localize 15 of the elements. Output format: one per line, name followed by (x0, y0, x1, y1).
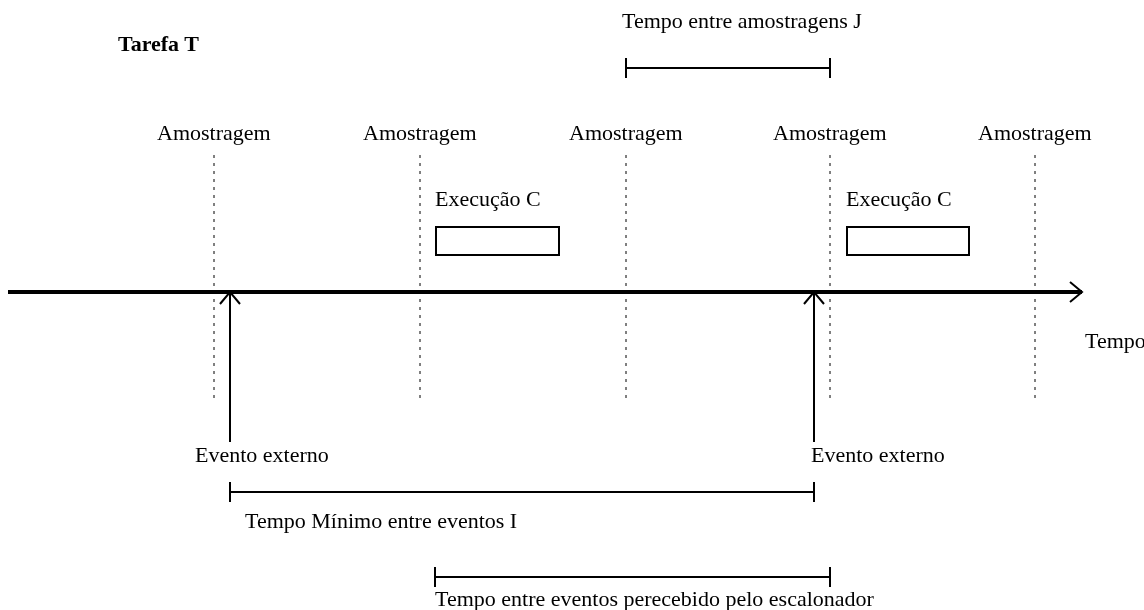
sample-label: Amostragem (363, 122, 477, 144)
dimension-label: Tempo Mínimo entre eventos I (245, 510, 518, 532)
title: Tarefa T (118, 33, 199, 55)
sample-label: Amostragem (569, 122, 683, 144)
sample-label: Amostragem (978, 122, 1092, 144)
execution-label: Execução C (435, 188, 541, 210)
event-arrow (219, 291, 241, 443)
event-label: Evento externo (811, 444, 945, 466)
execution-label: Execução C (846, 188, 952, 210)
dimension-label: Tempo entre eventos perecebido pelo escalonador (435, 588, 874, 610)
dimension-label: Tempo entre amostragens J (622, 10, 862, 32)
sample-label: Amostragem (157, 122, 271, 144)
event-label: Evento externo (195, 444, 329, 466)
event-arrow (803, 291, 825, 443)
sample-label: Amostragem (773, 122, 887, 144)
